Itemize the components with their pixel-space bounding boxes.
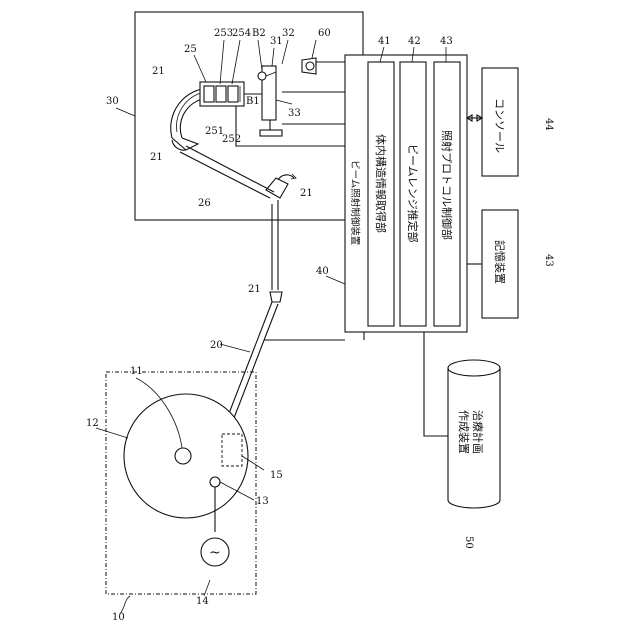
label-10: 10 [112,612,125,623]
label-b1: B1 [246,96,260,107]
label-32: 32 [282,28,295,39]
label-40: 40 [316,266,329,277]
label-44: 44 [543,118,554,131]
ac-symbol: ~ [209,545,221,561]
label-b2: B2 [252,28,266,39]
label-20: 20 [210,340,223,351]
label-33: 33 [288,108,301,119]
beam-transport-line [228,200,282,418]
label-253: 253 [214,28,233,39]
storage-device-label: 記憶装置 [493,240,507,284]
label-43-storage: 43 [543,254,554,267]
label-60: 60 [318,28,331,39]
treatment-room-frame [135,12,363,220]
label-21-gantry-left: 21 [150,152,163,163]
label-26: 26 [198,198,211,209]
ion-source [175,448,191,464]
label-41: 41 [378,36,391,47]
label-254: 254 [232,28,251,39]
camera-60 [302,58,316,74]
treatment-plan-label-line1: 治療計画 [471,410,485,454]
label-252: 252 [222,134,241,145]
treatment-plan-label-line2: 作成装置 [457,410,470,454]
label-50: 50 [463,536,474,549]
console-label: コンソール [493,98,506,153]
label-30: 30 [106,96,119,107]
label-31: 31 [270,36,283,47]
planning-link [424,332,448,436]
label-21-gantry-top: 21 [152,66,165,77]
label-14: 14 [196,596,209,607]
label-25: 25 [184,44,197,55]
label-43-protocol: 43 [440,36,453,47]
body-structure-acquisition-label: 体内構造情報取得部 [374,134,388,233]
beam-range-estimation-label: ビームレンジ推定部 [406,144,420,243]
beam-irradiation-control-label: ビーム照射制御装置 [349,160,361,245]
label-21-magnet: 21 [300,188,313,199]
injector [210,477,220,487]
irradiation-protocol-control-label: 照射プロトコル制御部 [440,130,454,240]
label-11: 11 [130,366,143,377]
label-13: 13 [256,496,269,507]
label-15: 15 [270,470,283,481]
label-12: 12 [86,418,99,429]
label-42: 42 [408,36,421,47]
label-21-transport: 21 [248,284,261,295]
